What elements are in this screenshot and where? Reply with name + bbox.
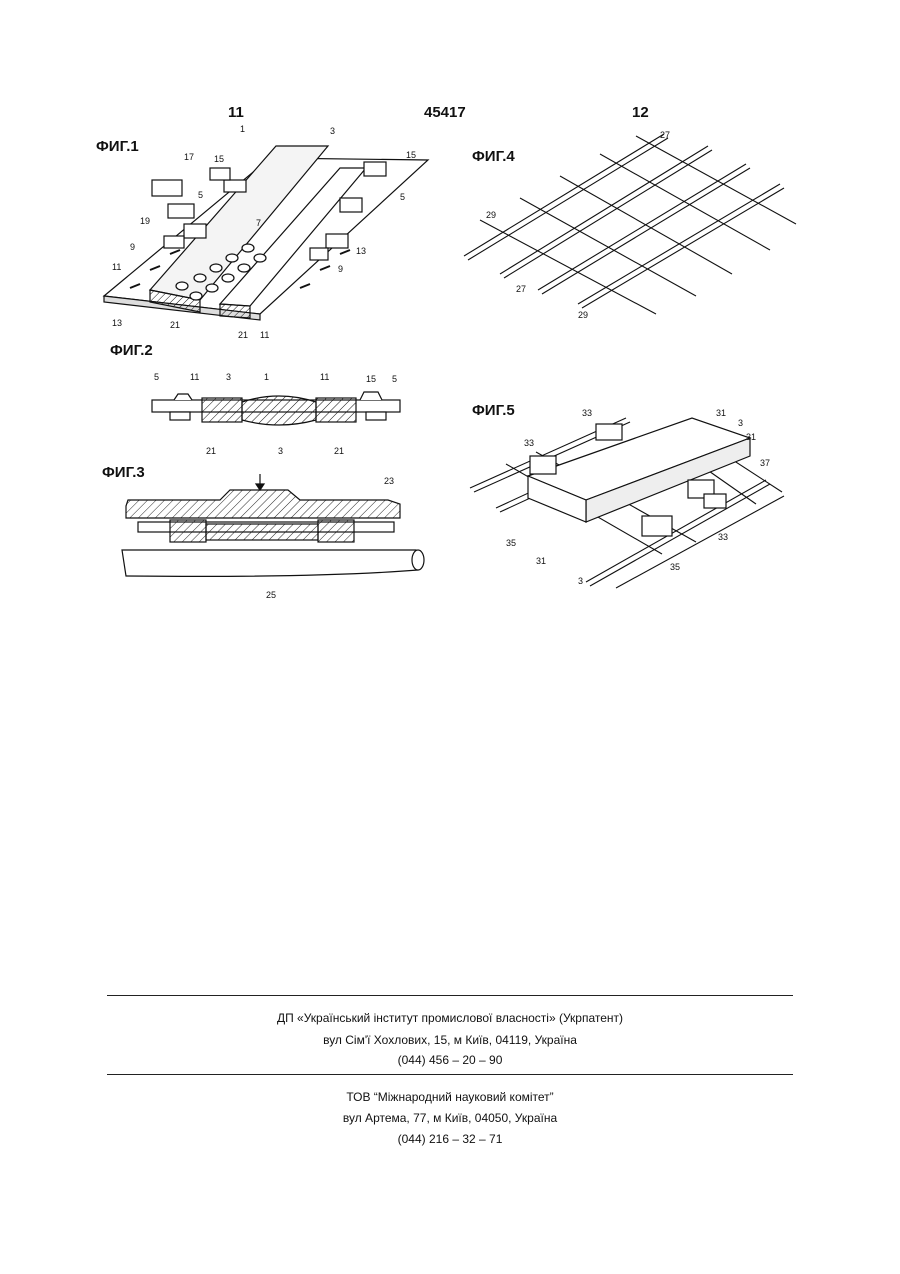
fig4-ref-27b: 27 <box>516 284 526 294</box>
footer-addr1: вул Сім'ї Хохлових, 15, м Київ, 04119, У… <box>0 1033 900 1047</box>
fig4-ref-27a: 27 <box>660 130 670 140</box>
footer-org1: ДП «Український інститут промислової вла… <box>0 1011 900 1025</box>
fig3-ref-25: 25 <box>266 590 276 600</box>
fig2-ref-3a: 3 <box>226 372 231 382</box>
fig2-ref-21b: 21 <box>334 446 344 456</box>
fig2-drawing: 5 11 3 1 11 15 5 21 3 21 <box>148 364 408 459</box>
footer-addr2: вул Артема, 77, м Київ, 04050, Україна <box>0 1111 900 1125</box>
fig1-ref-21a: 21 <box>170 320 180 330</box>
fig2-ref-21a: 21 <box>206 446 216 456</box>
fig1-ref-9b: 9 <box>338 264 343 274</box>
fig2-ref-11a: 11 <box>190 372 199 382</box>
fig1-ref-3: 3 <box>330 126 335 136</box>
fig5-ref-33c: 33 <box>718 532 728 542</box>
fig1-ref-15b: 15 <box>406 150 416 160</box>
footer-rule-top <box>107 995 793 996</box>
patent-number: 45417 <box>424 104 466 121</box>
fig1-ref-15a: 15 <box>214 154 224 164</box>
fig1-ref-9a: 9 <box>130 242 135 252</box>
footer-org2: ТОВ “Міжнародний науковий комітет” <box>0 1090 900 1104</box>
page-number-right: 12 <box>632 104 649 121</box>
fig2-ref-5b: 5 <box>392 374 397 384</box>
fig1-ref-19: 19 <box>140 216 150 226</box>
fig4-ref-29a: 29 <box>486 210 496 220</box>
footer-rule-middle <box>107 1074 793 1075</box>
fig1-ref-11b: 11 <box>260 330 269 340</box>
fig3-drawing: 23 25 <box>118 470 436 602</box>
fig3-ref-23: 23 <box>384 476 394 486</box>
fig4-drawing: 27 29 27 29 <box>460 128 800 323</box>
fig5-ref-35b: 35 <box>670 562 680 572</box>
fig5-ref-31b: 31 <box>746 432 756 442</box>
fig5-ref-33b: 33 <box>524 438 534 448</box>
fig1-ref-5b: 5 <box>400 192 405 202</box>
fig4-ref-29b: 29 <box>578 310 588 320</box>
fig1-ref-17: 17 <box>184 152 194 162</box>
fig5-ref-33a: 33 <box>582 408 592 418</box>
fig5-ref-31c: 31 <box>536 556 546 566</box>
footer-phone2: (044) 216 – 32 – 71 <box>0 1132 900 1146</box>
fig5-ref-31a: 31 <box>716 408 726 418</box>
fig5-ref-3a: 3 <box>738 418 743 428</box>
fig1-drawing: 1 3 5 5 7 9 9 11 11 13 13 15 15 17 19 21… <box>100 118 430 343</box>
fig5-ref-3b: 3 <box>578 576 583 586</box>
fig2-ref-1: 1 <box>264 372 269 382</box>
fig1-ref-1: 1 <box>240 124 245 134</box>
fig5-drawing: 33 33 31 3 31 37 33 35 35 31 3 <box>466 404 792 592</box>
fig1-ref-7: 7 <box>256 218 261 228</box>
fig2-ref-3b: 3 <box>278 446 283 456</box>
fig1-ref-13a: 13 <box>112 318 122 328</box>
fig5-ref-35a: 35 <box>506 538 516 548</box>
fig2-ref-5a: 5 <box>154 372 159 382</box>
fig1-ref-21b: 21 <box>238 330 248 340</box>
fig1-ref-11a: 11 <box>112 262 121 272</box>
fig2-ref-15: 15 <box>366 374 376 384</box>
fig1-ref-5a: 5 <box>198 190 203 200</box>
fig1-ref-13b: 13 <box>356 246 366 256</box>
footer-phone1: (044) 456 – 20 – 90 <box>0 1053 900 1067</box>
fig2-label: ФИГ.2 <box>110 342 153 359</box>
fig5-ref-37: 37 <box>760 458 770 468</box>
fig2-ref-11b: 11 <box>320 372 329 382</box>
